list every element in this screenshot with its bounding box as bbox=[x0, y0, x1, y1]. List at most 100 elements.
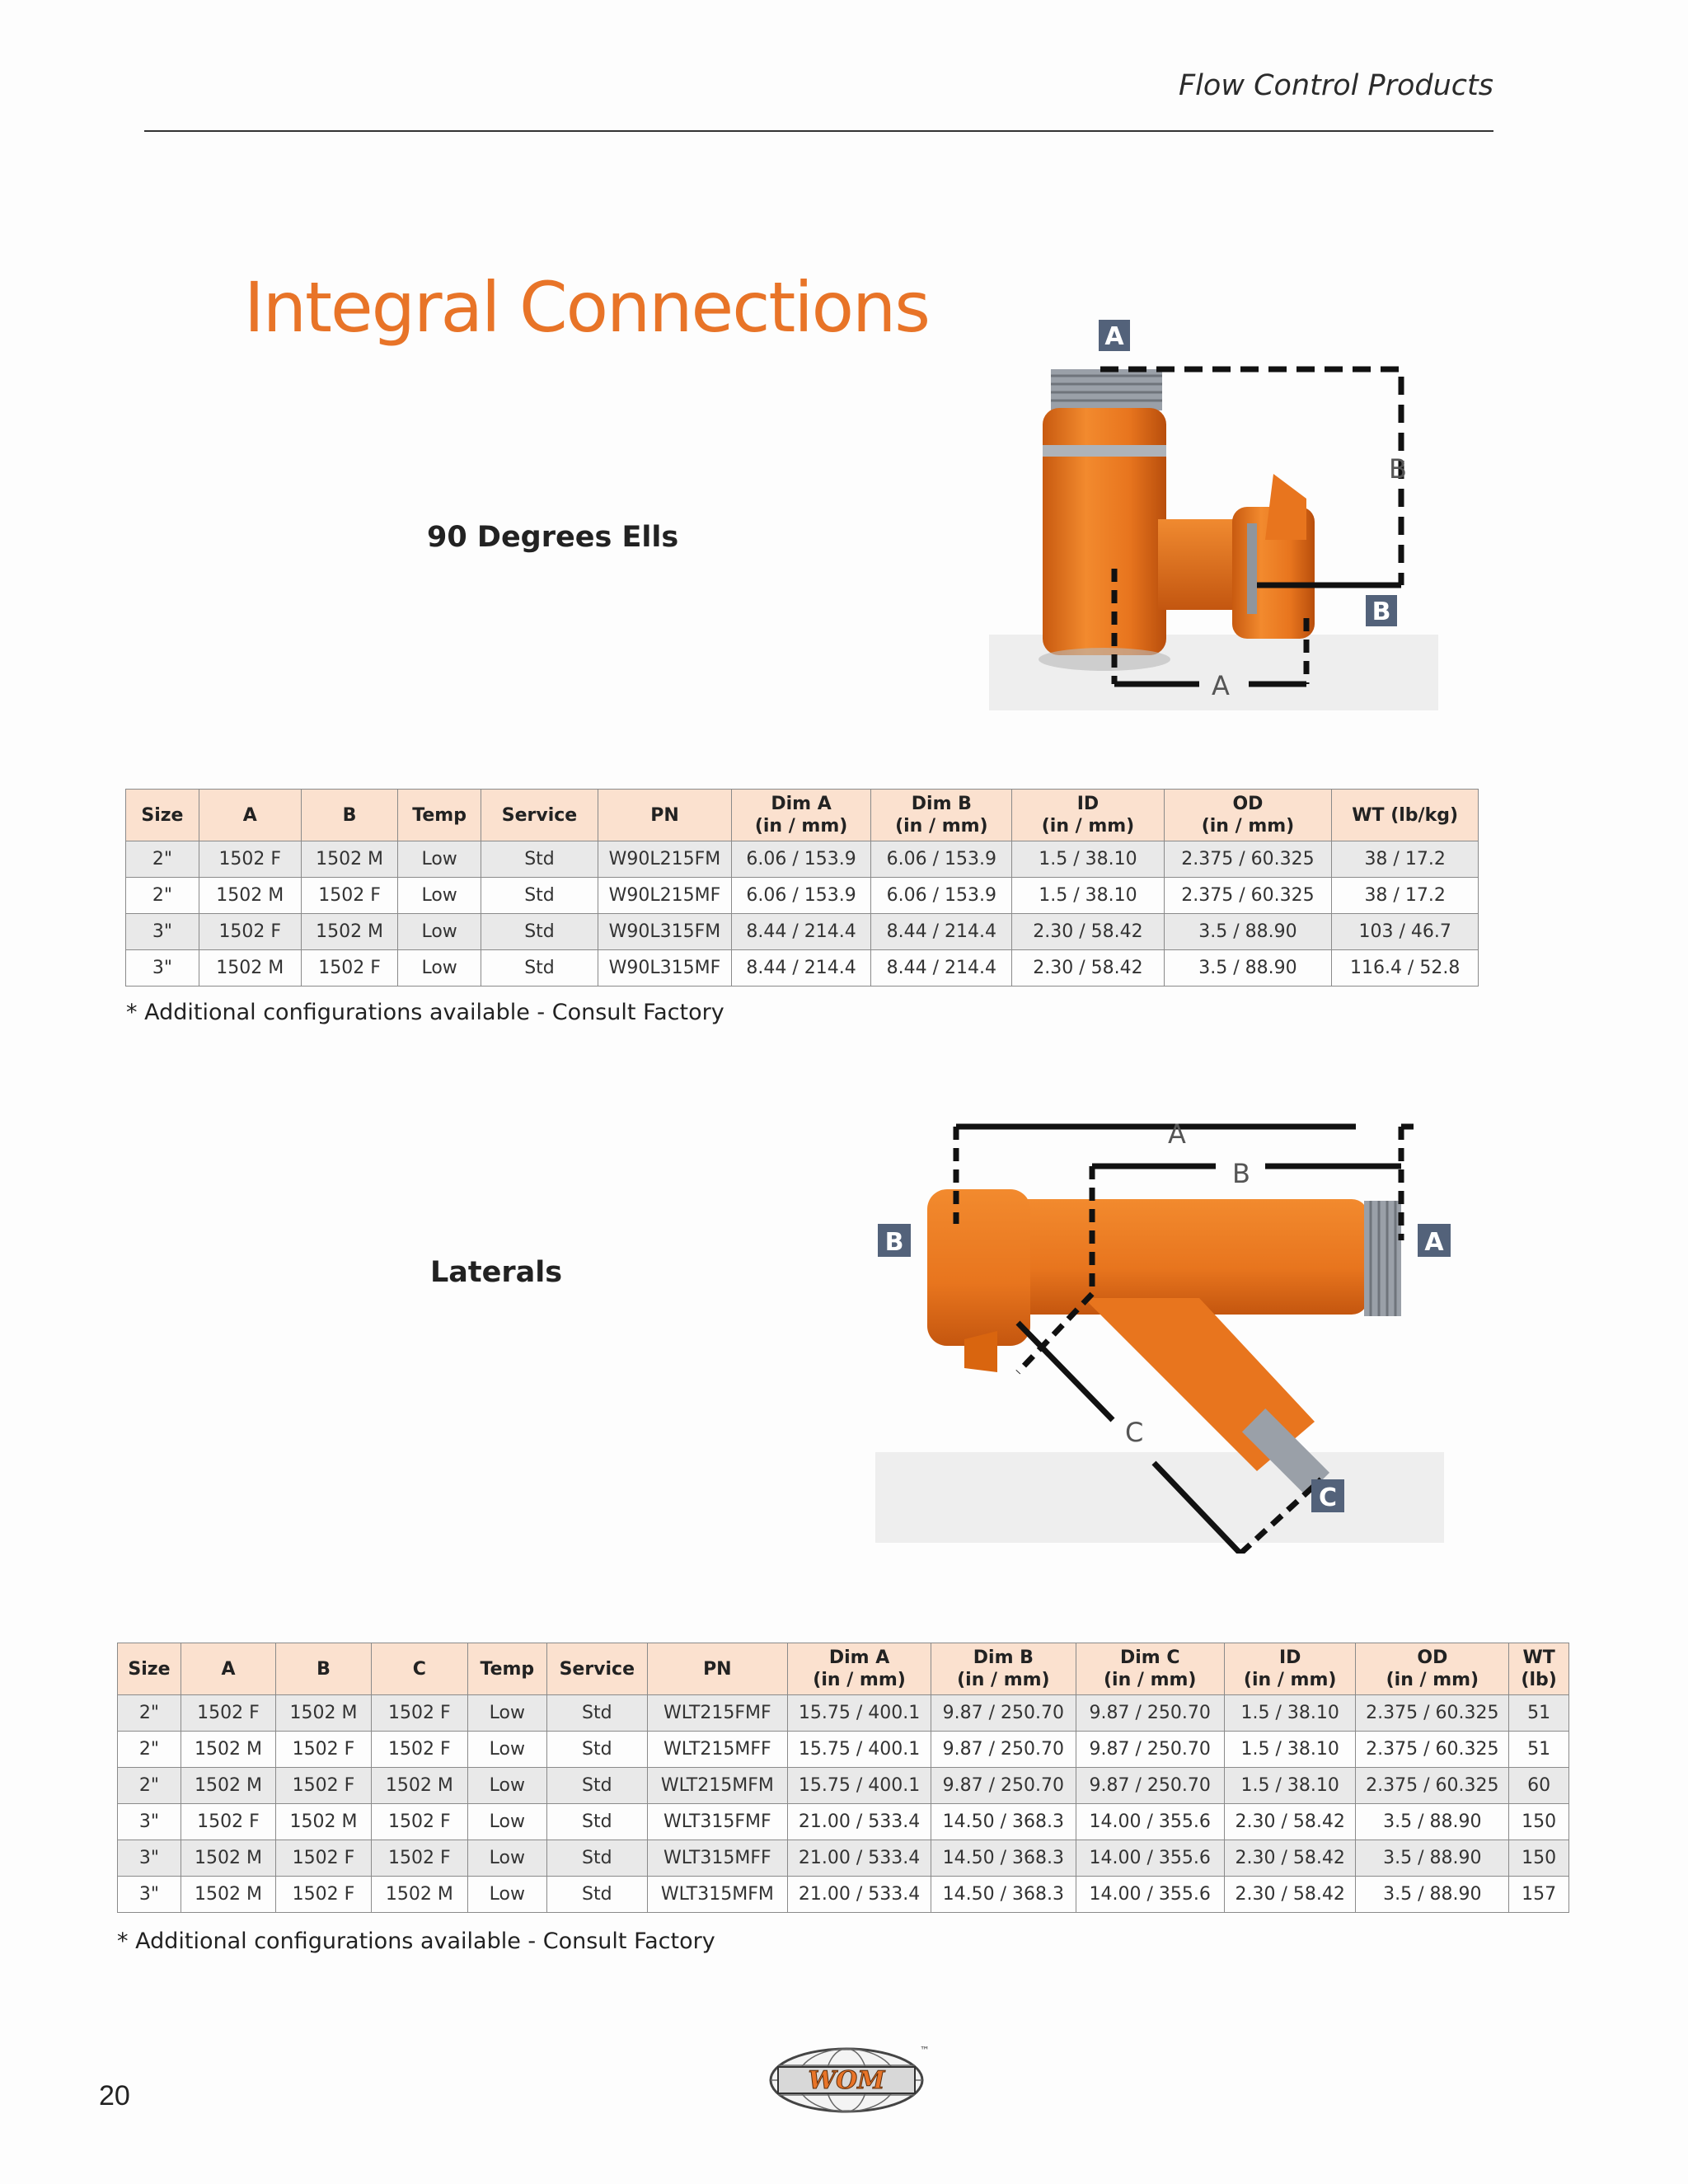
svg-text:C: C bbox=[1319, 1483, 1337, 1512]
table-cell: 1502 F bbox=[275, 1840, 372, 1877]
table-cell: 9.87 / 250.70 bbox=[931, 1731, 1076, 1768]
table-cell: 9.87 / 250.70 bbox=[1075, 1731, 1225, 1768]
label-box-a bbox=[1418, 1224, 1451, 1257]
table-cell: 1502 F bbox=[370, 1803, 468, 1840]
table-cell: W90L315FM bbox=[598, 913, 732, 950]
column-header: Size bbox=[125, 789, 199, 841]
table-cell: 3" bbox=[125, 913, 199, 950]
table-cell: 2" bbox=[125, 841, 199, 878]
svg-text:B: B bbox=[1232, 1158, 1250, 1189]
table-cell: 3.5 / 88.90 bbox=[1355, 1876, 1510, 1913]
table-cell: 1.5 / 38.10 bbox=[1223, 1767, 1357, 1804]
ells-product-image: A B B A bbox=[1039, 320, 1407, 701]
ells-section-title: 90 Degrees Ells bbox=[427, 521, 679, 554]
column-header: Temp bbox=[467, 1643, 547, 1695]
table-cell: 2" bbox=[117, 1731, 181, 1768]
table-cell: WLT315FMF bbox=[646, 1803, 788, 1840]
table-cell: WLT315MFF bbox=[646, 1840, 788, 1877]
table-cell: Low bbox=[467, 1694, 547, 1732]
table-cell: 2.30 / 58.42 bbox=[1011, 913, 1165, 950]
table-cell: 38 / 17.2 bbox=[1331, 877, 1479, 914]
column-header: OD(in / mm) bbox=[1163, 789, 1333, 841]
table-cell: WLT315MFM bbox=[646, 1876, 788, 1913]
running-header: Flow Control Products bbox=[1179, 69, 1493, 102]
table-cell: W90L215MF bbox=[598, 877, 732, 914]
table-cell: 1502 F bbox=[180, 1803, 277, 1840]
column-header: Dim B(in / mm) bbox=[870, 789, 1013, 841]
column-header: Service bbox=[546, 1643, 648, 1695]
table-cell: 150 bbox=[1508, 1840, 1569, 1877]
label-box-c bbox=[1311, 1479, 1344, 1512]
table-cell: 1502 M bbox=[180, 1840, 277, 1877]
table-cell: 2.30 / 58.42 bbox=[1223, 1876, 1357, 1913]
table-cell: Low bbox=[467, 1840, 547, 1877]
svg-text:™: ™ bbox=[920, 2045, 930, 2056]
ells-footnote: * Additional configurations available - … bbox=[126, 1000, 724, 1025]
table-cell: Std bbox=[546, 1767, 648, 1804]
table-cell: Std bbox=[546, 1694, 648, 1732]
table-cell: 8.44 / 214.4 bbox=[870, 913, 1013, 950]
table-cell: W90L315MF bbox=[598, 949, 732, 987]
table-cell: 9.87 / 250.70 bbox=[931, 1767, 1076, 1804]
column-header: Service bbox=[480, 789, 599, 841]
table-cell: 2" bbox=[125, 877, 199, 914]
table-cell: 1502 M bbox=[300, 913, 399, 950]
table-cell: 38 / 17.2 bbox=[1331, 841, 1479, 878]
column-header: PN bbox=[598, 789, 732, 841]
table-cell: W90L215FM bbox=[598, 841, 732, 878]
table-cell: Low bbox=[397, 913, 481, 950]
svg-text:A: A bbox=[1424, 1228, 1444, 1257]
svg-text:A: A bbox=[1104, 322, 1124, 351]
table-cell: 14.00 / 355.6 bbox=[1075, 1876, 1225, 1913]
table-cell: 157 bbox=[1508, 1876, 1569, 1913]
column-header: A bbox=[198, 789, 302, 841]
table-cell: 2.30 / 58.42 bbox=[1223, 1840, 1357, 1877]
table-cell: 15.75 / 400.1 bbox=[786, 1731, 932, 1768]
page-number: 20 bbox=[99, 2080, 130, 2111]
table-cell: 1502 M bbox=[180, 1767, 277, 1804]
column-header: WT(lb) bbox=[1508, 1643, 1569, 1695]
table-cell: 2.375 / 60.325 bbox=[1355, 1767, 1510, 1804]
table-cell: Low bbox=[397, 841, 481, 878]
table-cell: Low bbox=[397, 877, 481, 914]
table-cell: Low bbox=[467, 1876, 547, 1913]
table-cell: 15.75 / 400.1 bbox=[786, 1694, 932, 1732]
table-cell: 21.00 / 533.4 bbox=[786, 1840, 932, 1877]
table-cell: 1502 M bbox=[370, 1876, 468, 1913]
table-cell: 2.375 / 60.325 bbox=[1163, 841, 1333, 878]
svg-text:C: C bbox=[1125, 1417, 1143, 1448]
table-cell: 2.375 / 60.325 bbox=[1163, 877, 1333, 914]
table-cell: WLT215FMF bbox=[646, 1694, 788, 1732]
table-cell: 3.5 / 88.90 bbox=[1355, 1803, 1510, 1840]
column-header: PN bbox=[646, 1643, 788, 1695]
table-cell: 1502 F bbox=[275, 1767, 372, 1804]
table-cell: 3" bbox=[125, 949, 199, 987]
table-cell: 1502 F bbox=[300, 877, 399, 914]
wom-logo: WOM ™ bbox=[769, 2045, 930, 2113]
table-cell: 9.87 / 250.70 bbox=[1075, 1694, 1225, 1732]
column-header: ID(in / mm) bbox=[1223, 1643, 1357, 1695]
table-cell: 6.06 / 153.9 bbox=[870, 841, 1013, 878]
table-cell: 2.30 / 58.42 bbox=[1011, 949, 1165, 987]
table-cell: 14.50 / 368.3 bbox=[931, 1840, 1076, 1877]
table-cell: 150 bbox=[1508, 1803, 1569, 1840]
table-cell: Std bbox=[546, 1840, 648, 1877]
table-cell: 1.5 / 38.10 bbox=[1011, 877, 1165, 914]
table-cell: 60 bbox=[1508, 1767, 1569, 1804]
table-cell: 1502 F bbox=[275, 1876, 372, 1913]
table-cell: 8.44 / 214.4 bbox=[730, 913, 872, 950]
table-cell: 1502 F bbox=[198, 841, 302, 878]
column-header: ID(in / mm) bbox=[1011, 789, 1165, 841]
table-cell: 2.30 / 58.42 bbox=[1223, 1803, 1357, 1840]
header-divider bbox=[144, 130, 1493, 132]
column-header: B bbox=[275, 1643, 372, 1695]
